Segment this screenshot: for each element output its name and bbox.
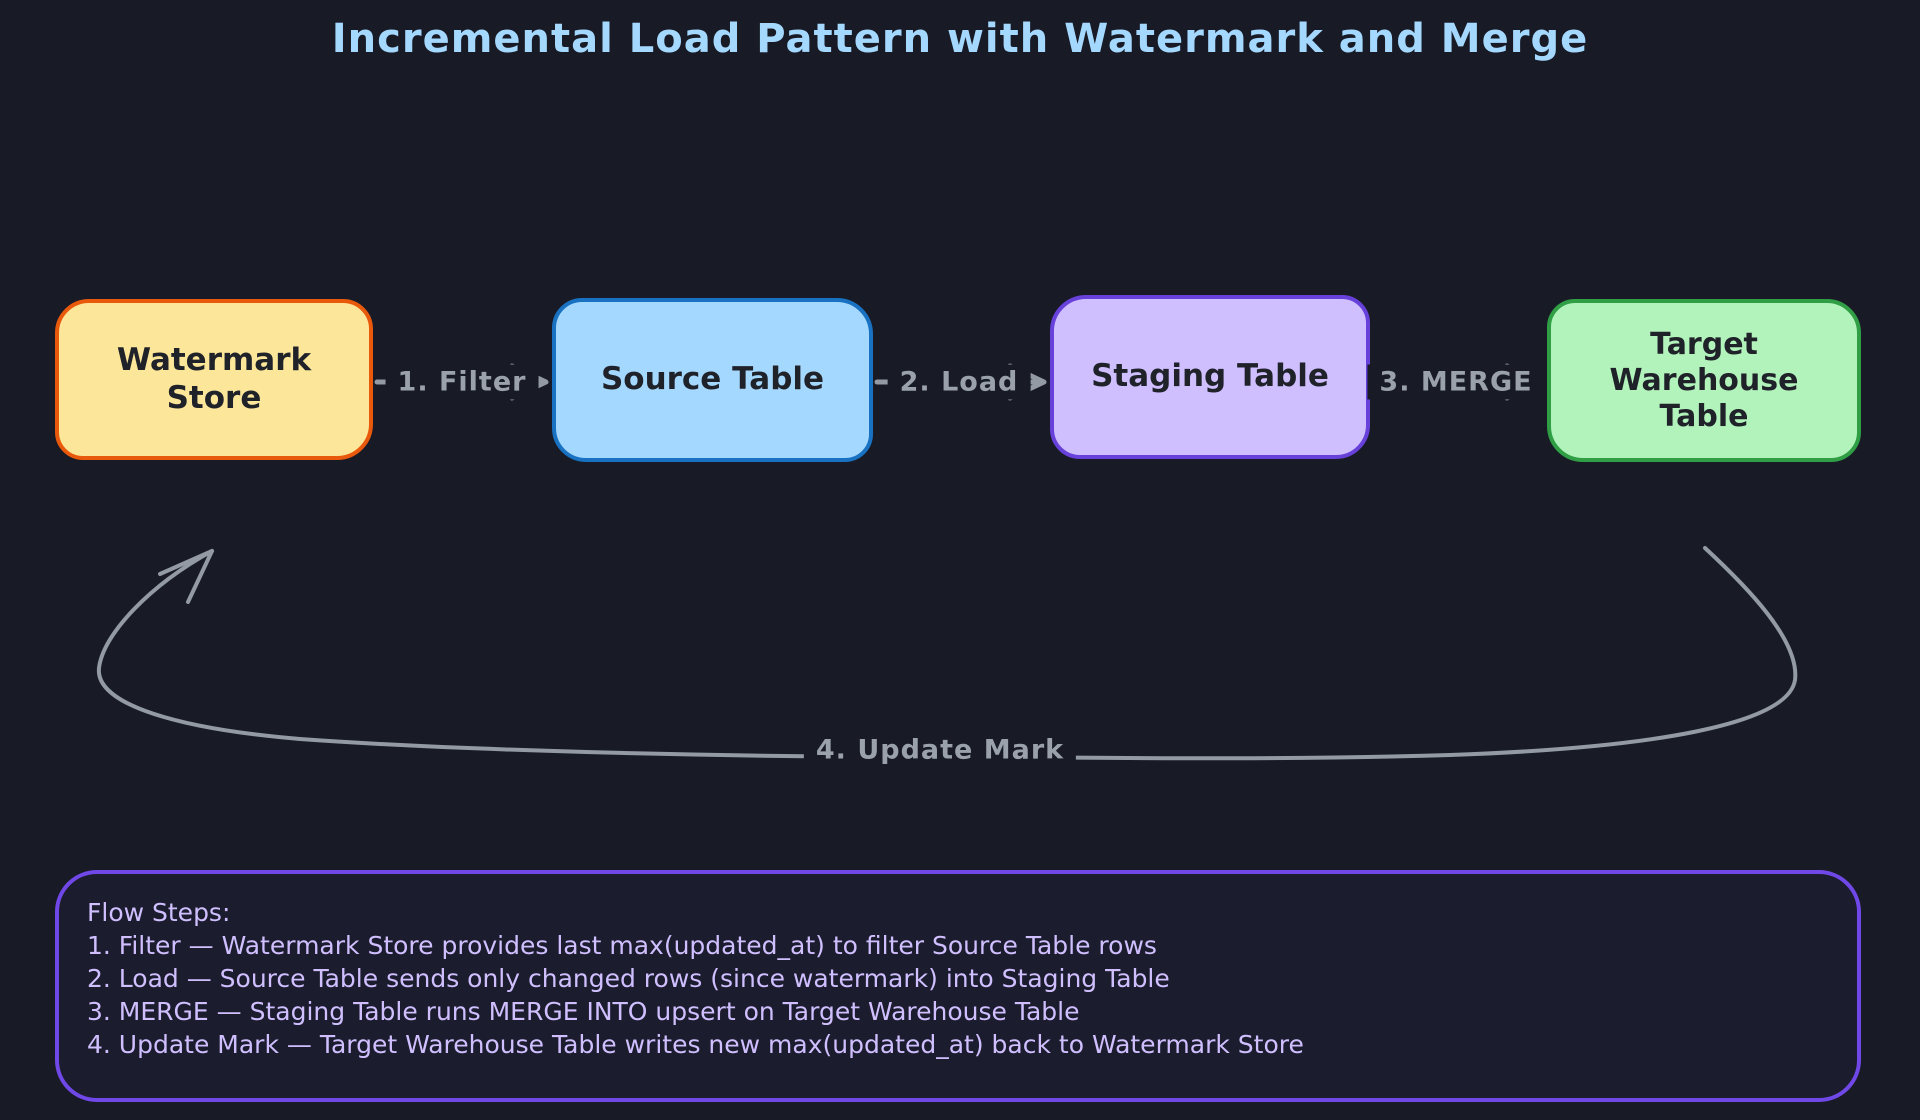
arrow-label-filter: 1. Filter	[385, 364, 539, 400]
node-source-table: Source Table	[552, 298, 873, 462]
arrow-update-mark	[96, 546, 1798, 761]
node-staging-table: Staging Table	[1050, 295, 1370, 459]
flow-steps-panel: Flow Steps: 1. Filter — Watermark Store …	[55, 870, 1861, 1102]
node-watermark-store: Watermark Store	[55, 299, 373, 460]
arrow-label-merge: 3. MERGE	[1367, 364, 1545, 400]
node-target-warehouse-table: Target Warehouse Table	[1547, 299, 1861, 462]
arrow-label-update-mark: 4. Update Mark	[803, 732, 1077, 768]
arrow-label-load: 2. Load	[887, 364, 1031, 400]
diagram-title: Incremental Load Pattern with Watermark …	[331, 16, 1589, 62]
flow-step-2: 2. Load — Source Table sends only change…	[87, 964, 1170, 993]
flow-step-3: 3. MERGE — Staging Table runs MERGE INTO…	[87, 997, 1080, 1026]
flow-step-1: 1. Filter — Watermark Store provides las…	[87, 931, 1157, 960]
flow-steps-heading: Flow Steps:	[87, 898, 231, 927]
flow-step-4: 4. Update Mark — Target Warehouse Table …	[87, 1030, 1304, 1059]
